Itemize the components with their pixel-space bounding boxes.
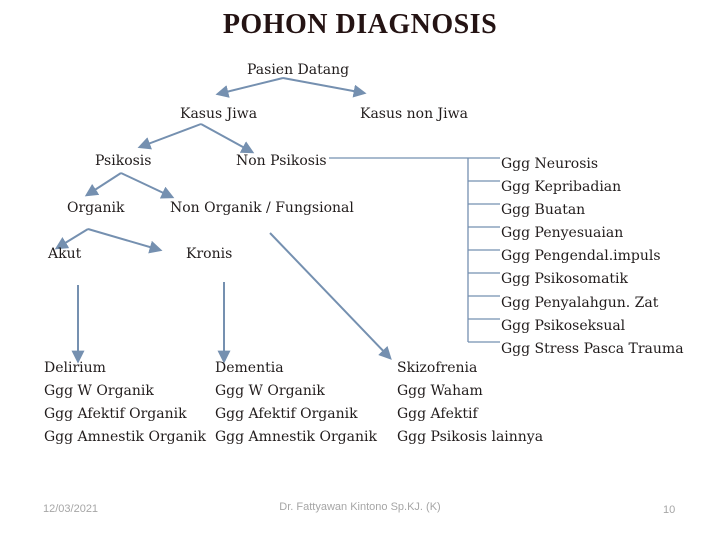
list-item: Ggg Psikoseksual: [501, 317, 626, 334]
list-item: Ggg Amnestik Organik: [44, 429, 206, 446]
list-item: Ggg Psikosomatik: [501, 271, 628, 288]
list-item: Ggg Kepribadian: [501, 179, 622, 196]
list-item: Ggg Penyalahgun. Zat: [501, 294, 659, 311]
list-item: Ggg Stress Pasca Trauma: [501, 340, 684, 357]
list-item: Skizofrenia: [397, 360, 478, 376]
list-item: Ggg Afektif Organik: [44, 406, 187, 423]
kronis-column: Dementia Ggg W Organik Ggg Afektif Organ…: [215, 357, 377, 449]
list-item: Ggg Psikosis lainnya: [397, 429, 544, 446]
footer-date: 12/03/2021: [43, 503, 99, 515]
non-psikosis-list: Ggg Neurosis Ggg Kepribadian Ggg Buatan …: [501, 153, 684, 361]
edge-organik-kronis: [87, 228, 163, 254]
list-item: Delirium: [44, 360, 106, 376]
edge-kasusjiwa-nonpsikosis: [200, 123, 255, 154]
list-item: Ggg Afektif Organik: [215, 406, 358, 423]
edge-kasusjiwa-psikosis: [137, 123, 202, 150]
edge-nonorganik-skizofrenia: [269, 232, 392, 360]
node-kasus-non-jiwa: Kasus non Jiwa: [360, 106, 468, 122]
slide-title: POHON DIAGNOSIS: [222, 9, 498, 40]
node-non-organik: Non Organik / Fungsional: [170, 200, 354, 216]
list-item: Dementia: [215, 360, 284, 376]
list-item: Ggg Buatan: [501, 202, 586, 219]
node-pasien-datang: Pasien Datang: [247, 62, 350, 78]
node-kasus-jiwa: Kasus Jiwa: [180, 106, 258, 122]
list-item: Ggg Penyesuaian: [501, 225, 624, 242]
list-item: Ggg Pengendal.impuls: [501, 248, 661, 265]
fungsional-column: Skizofrenia Ggg Waham Ggg Afektif Ggg Ps…: [397, 357, 543, 449]
list-item: Ggg W Organik: [215, 383, 325, 400]
node-kronis: Kronis: [186, 246, 233, 262]
node-psikosis: Psikosis: [95, 153, 152, 169]
list-item: Ggg W Organik: [44, 383, 154, 400]
edge-pasien-kasusjiwa: [215, 77, 284, 98]
footer-author: Dr. Fattyawan Kintono Sp.KJ. (K): [279, 501, 441, 513]
node-akut: Akut: [48, 246, 82, 262]
node-organik: Organik: [67, 200, 125, 216]
list-item: Ggg Neurosis: [501, 156, 599, 172]
edge-pasien-kasusnonjiwa: [282, 77, 367, 98]
node-non-psikosis: Non Psikosis: [236, 153, 327, 169]
list-item: Ggg Afektif: [397, 406, 478, 423]
edge-psikosis-nonorganik: [120, 172, 175, 199]
list-item: Ggg Waham: [397, 383, 483, 400]
akut-column: Delirium Ggg W Organik Ggg Afektif Organ…: [44, 357, 206, 449]
edge-psikosis-organik: [84, 172, 122, 197]
list-item: Ggg Amnestik Organik: [215, 429, 377, 446]
footer-page-number: 10: [663, 504, 676, 516]
